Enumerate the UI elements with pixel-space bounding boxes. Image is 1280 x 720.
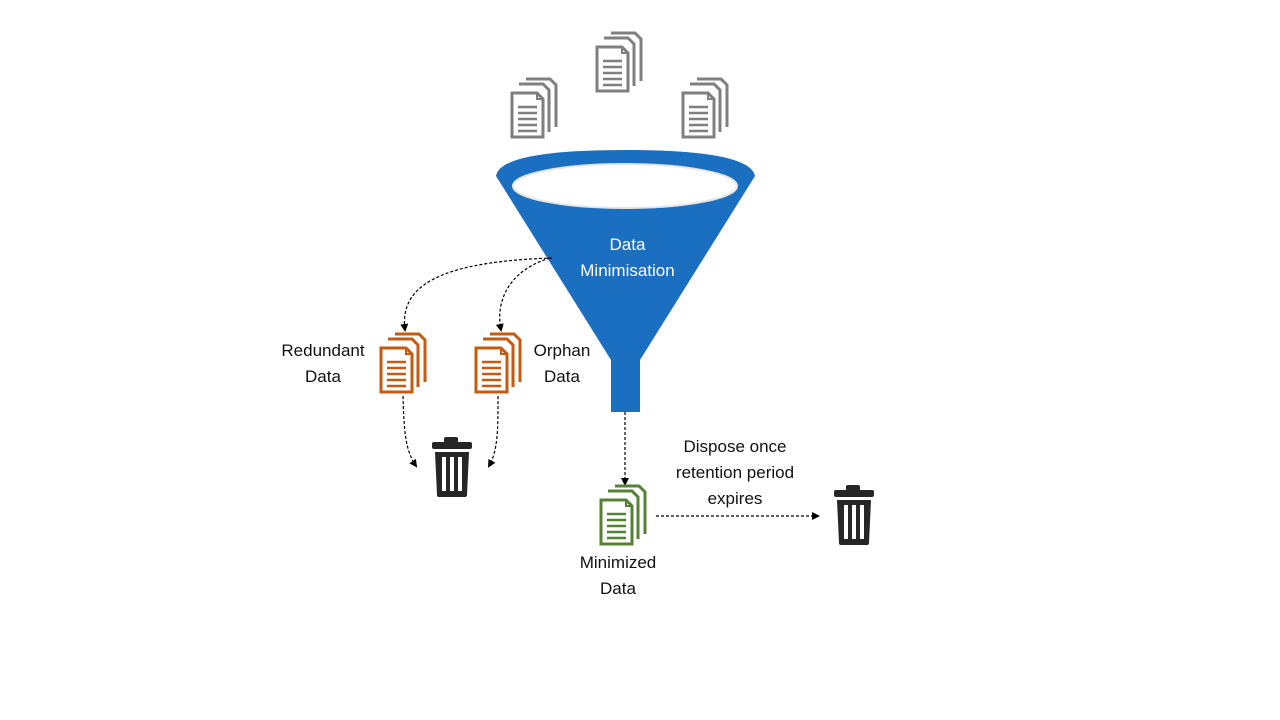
- arrow-to-orphan: [495, 257, 551, 332]
- redundant-label-line1: Redundant: [281, 341, 365, 360]
- orphan-label-line2: Data: [544, 367, 580, 386]
- dispose-label-line2: retention period: [675, 463, 795, 482]
- minimized-label-line2: Data: [600, 579, 636, 598]
- funnel-label-line1: Data: [609, 235, 646, 254]
- funnel-icon: [496, 150, 755, 412]
- trash-can-icon: [834, 485, 874, 545]
- arrow-redundant-to-trash: [402, 395, 418, 468]
- redundant-label-line2: Data: [305, 367, 341, 386]
- input-document-stack-icon: [683, 79, 727, 137]
- orphan-label-line1: Orphan: [533, 341, 591, 360]
- redundant-document-stack-icon: [381, 334, 425, 392]
- funnel-label: Data Minimisation: [555, 232, 700, 284]
- funnel-label-line2: Minimisation: [580, 261, 675, 280]
- dispose-label-line1: Dispose once: [683, 437, 787, 456]
- arrow-orphan-to-trash: [488, 395, 499, 468]
- redundant-data-label: Redundant Data: [268, 338, 378, 390]
- minimized-label-line1: Minimized: [579, 553, 657, 572]
- trash-can-icon: [432, 437, 472, 497]
- minimized-data-label: Minimized Data: [563, 550, 673, 602]
- input-document-stack-icon: [597, 33, 641, 91]
- input-document-stack-icon: [512, 79, 556, 137]
- minimized-document-stack-icon: [601, 486, 645, 544]
- orphan-document-stack-icon: [476, 334, 520, 392]
- dispose-label: Dispose once retention period expires: [660, 434, 810, 512]
- orphan-data-label: Orphan Data: [526, 338, 598, 390]
- arrow-to-redundant: [400, 257, 553, 332]
- dispose-label-line3: expires: [707, 489, 763, 508]
